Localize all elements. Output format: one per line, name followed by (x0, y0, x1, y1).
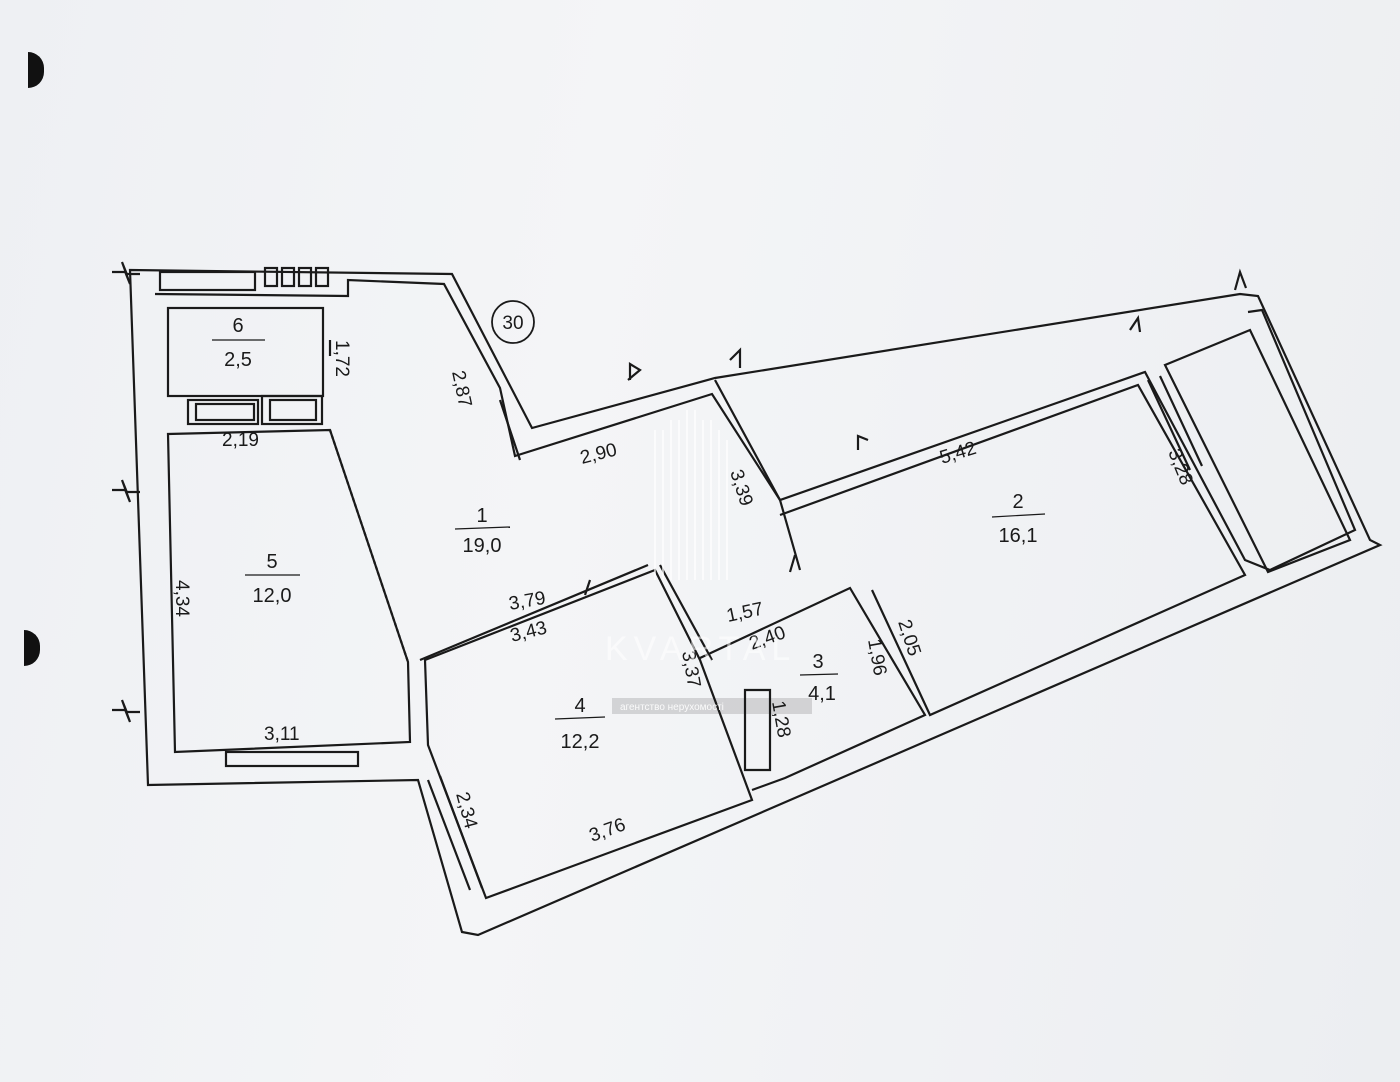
room-6: 6 2,5 (212, 315, 265, 371)
room-area: 19,0 (463, 535, 502, 557)
dimension-label: 1,57 (725, 599, 766, 627)
room-area: 12,0 (253, 585, 292, 607)
dimension-label: 2,87 (447, 369, 475, 410)
punch-hole-top (28, 52, 44, 88)
dimension-label: 1,96 (863, 637, 890, 677)
dimension-label: 1,72 (331, 340, 352, 377)
apartment-number: 30 (502, 313, 523, 334)
room-area: 4,1 (808, 683, 836, 705)
dimension-label: 3,28 (1163, 446, 1196, 488)
room-3: 3 4,1 (799, 651, 839, 705)
room-number: 6 (232, 315, 243, 337)
room-1: 1 19,0 (454, 505, 511, 557)
room-area: 12,2 (561, 731, 600, 753)
dimension-label: 3,79 (507, 588, 547, 615)
room-4: 4 12,2 (554, 695, 606, 753)
room-5: 5 12,0 (245, 551, 300, 607)
room-2: 2 16,1 (991, 491, 1046, 547)
watermark: KVARTAL агентство нерухомості (605, 410, 812, 714)
room-number: 1 (476, 505, 487, 527)
dimension-label: 3,76 (587, 814, 629, 846)
room-area: 16,1 (999, 525, 1038, 547)
dimension-label: 2,90 (578, 440, 619, 469)
dimension-label: 3,43 (508, 618, 549, 647)
dimension-label: 2,05 (893, 617, 924, 659)
room-number: 5 (266, 551, 277, 573)
dimension-label: 3,11 (264, 724, 300, 745)
dimension-label: 2,19 (222, 430, 259, 451)
room-area: 2,5 (224, 349, 252, 371)
watermark-name: KVARTAL (605, 630, 796, 668)
punch-hole-bottom (24, 630, 40, 666)
dimension-label: 4,34 (171, 580, 192, 617)
room-number: 3 (812, 651, 823, 673)
dimension-label: 3,39 (725, 467, 756, 509)
room-number: 4 (574, 695, 585, 717)
dimension-label: 2,34 (451, 790, 481, 832)
room-number: 2 (1012, 491, 1023, 513)
watermark-subtitle: агентство нерухомості (620, 702, 724, 713)
apartment-number-circle (491, 300, 535, 344)
